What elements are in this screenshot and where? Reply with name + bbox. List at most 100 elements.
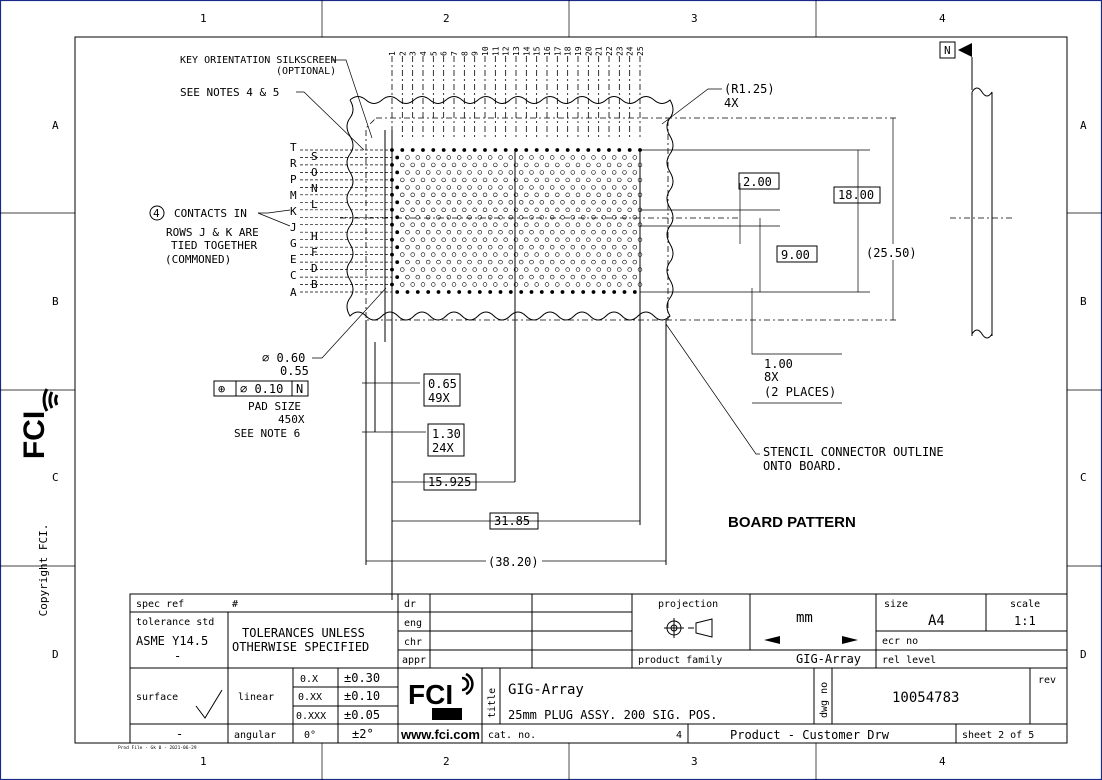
contact-pad [482,162,488,168]
tolerances-1: TOLERANCES UNLESS [242,626,365,640]
contact-pad [472,148,477,152]
contact-pad [622,185,627,190]
contact-pad [431,222,436,227]
contact-pad [596,237,601,242]
contact-pad [498,215,503,220]
contact-pad [441,282,446,287]
contact-pad [462,177,467,183]
contact-pad [415,200,420,205]
contact-pad [534,177,539,183]
column-number: 19 [574,46,583,56]
contact-pad [472,252,477,257]
contact-pad [410,192,415,198]
contact-pad [549,259,555,265]
contact-pad [508,230,513,235]
contact-pad [524,148,529,152]
contact-pad [451,222,457,227]
contact-pad [488,170,493,175]
contact-pad [493,148,498,152]
contact-pad [395,155,400,160]
contact-pad [462,237,467,242]
contact-pad [586,237,591,242]
contact-pad [405,290,410,294]
contact-pad [415,185,420,190]
spec-ref-value: # [232,599,238,610]
contact-pad [488,259,493,265]
contact-pad [431,148,436,152]
row-label-right: B [311,278,318,291]
column-number: 22 [605,46,614,56]
stencil-outline [365,117,669,321]
contact-pad [395,185,400,190]
contact-pad [549,155,555,160]
contact-pad [446,170,451,175]
contact-pad [467,230,472,235]
contact-pad [545,148,549,152]
eng-label: eng [404,618,422,629]
contact-pad [441,207,446,213]
contact-pad [518,185,524,190]
contact-pad [529,215,534,220]
fcf-datum: N [296,382,303,396]
contact-pad [580,155,586,160]
side-view [950,87,1012,339]
contact-pad [405,245,410,250]
contact-pad [611,215,617,220]
contact-pad [457,230,462,235]
contact-pad [452,148,456,152]
contact-pad [462,148,467,152]
contact-pad [622,215,627,220]
contact-pad [622,155,627,160]
contact-pad [415,170,420,175]
contact-pad [508,170,513,175]
column-number: 17 [553,46,562,56]
row-label-c-right: C [1080,471,1087,484]
contact-pad [519,290,524,294]
contact-pad [395,230,400,235]
row-label-a-right: A [1080,119,1087,132]
contact-pad [441,267,446,272]
appr-label: appr [402,655,426,666]
contact-pad [410,222,415,227]
contact-pad [426,155,431,160]
contact-pad [482,177,488,183]
contact-pad [472,162,477,168]
contact-pad [576,148,580,152]
contact-pad [555,207,560,213]
contact-pad [622,259,627,265]
contact-pad [518,215,524,220]
row-label-d: D [52,648,59,661]
tol-value-2: ±0.10 [344,689,380,703]
contact-pad [596,207,601,213]
contact-pad [627,148,632,152]
contact-pad [544,162,550,168]
dim-200-box [738,172,780,190]
board-pattern-title: BOARD PATTERN [728,514,856,531]
contact-pad [622,200,627,205]
contact-pad [601,215,606,220]
contact-pad [420,192,426,198]
column-number: 18 [564,46,573,56]
contact-pad [508,200,513,205]
contact-pad [420,162,426,168]
contact-pad [446,230,451,235]
tol-format-1: 0.X [300,674,318,685]
contact-pad [529,259,534,265]
contact-pad [617,177,622,183]
contact-pad [508,259,513,265]
contact-pad [560,170,565,175]
contact-pad [457,200,462,205]
contact-pad [627,177,632,183]
contact-pad [472,192,477,198]
contact-pad [441,162,446,168]
contact-pad [560,230,565,235]
contact-pad [426,274,431,280]
contact-pad [549,185,555,190]
contact-pad [488,200,493,205]
row-label-b-right: B [1080,295,1087,308]
contact-pad [415,155,420,160]
dim-1800-box [833,186,881,204]
contact-pad [632,215,637,220]
contact-pad [534,267,539,272]
contact-pad [446,155,451,160]
